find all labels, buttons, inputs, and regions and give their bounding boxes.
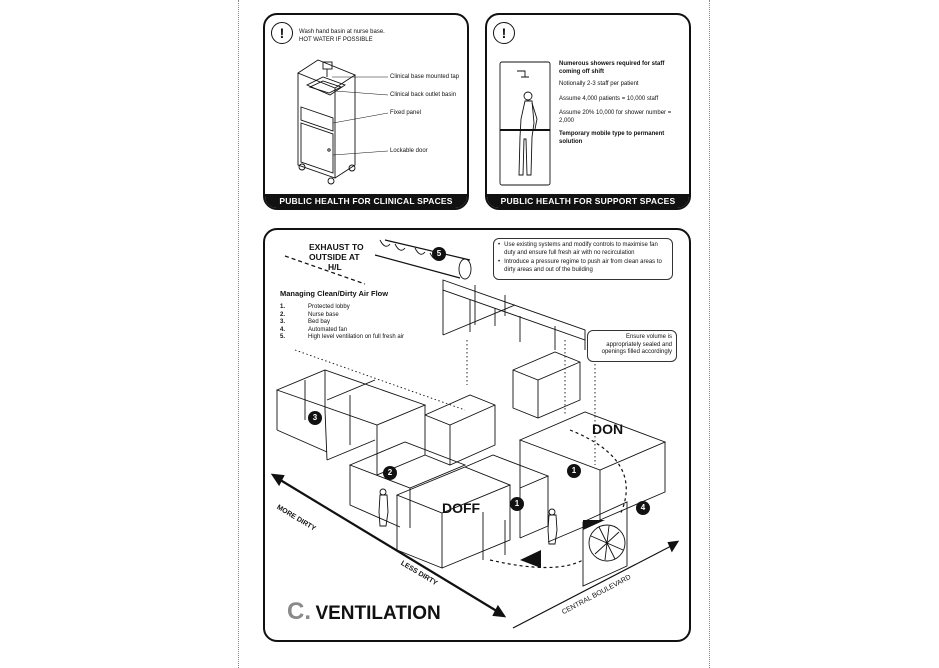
ventilation-panel: EXHAUST TO OUTSIDE AT H/L Managing Clean… bbox=[263, 228, 691, 642]
shower-figure-drawing bbox=[499, 61, 551, 186]
marker-protected-lobby: 1 bbox=[510, 497, 524, 511]
marker-high-level-ventilation: 5 bbox=[432, 247, 446, 261]
clinical-intro-line-2: HOT WATER IF POSSIBLE bbox=[299, 37, 373, 43]
clinical-banner: PUBLIC HEALTH FOR CLINICAL SPACES bbox=[265, 194, 467, 208]
note-temporary-mobile: Temporary mobile type to permanent solut… bbox=[559, 131, 665, 145]
exclamation-icon: ! bbox=[493, 22, 515, 44]
legend-title: Managing Clean/Dirty Air Flow bbox=[280, 289, 389, 298]
section-title-text: VENTILATION bbox=[315, 603, 441, 624]
exhaust-label-line-1: EXHAUST TO bbox=[309, 242, 364, 252]
note-numerous-showers: Numerous showers required for staff comi… bbox=[559, 61, 665, 75]
section-title: C. VENTILATION bbox=[287, 598, 441, 626]
support-spaces-panel: ! Numerous showers required for staff co… bbox=[485, 13, 691, 210]
right-dotted-border bbox=[709, 0, 710, 668]
note-patient-staff: Assume 4,000 patients = 10,000 staff bbox=[559, 95, 659, 102]
marker-automated-fan: 4 bbox=[636, 501, 650, 515]
marker-bed-bay: 3 bbox=[308, 411, 322, 425]
support-banner: PUBLIC HEALTH FOR SUPPORT SPACES bbox=[487, 194, 689, 208]
section-letter: C. bbox=[287, 598, 311, 625]
clinical-spaces-panel: ! Wash hand basin at nurse base. HOT WAT… bbox=[263, 13, 469, 210]
label-back-outlet-basin: Clinical back outlet basin bbox=[390, 92, 457, 98]
marker-protected-lobby: 1 bbox=[567, 464, 581, 478]
strategy-callout: •Use existing systems and modify control… bbox=[493, 238, 673, 280]
left-dotted-border bbox=[238, 0, 239, 668]
bullet-item: •Introduce a pressure regime to push air… bbox=[498, 259, 662, 273]
volume-note: Ensure volume is appropriately sealed an… bbox=[587, 330, 677, 362]
shower-notes: Numerous showers required for staff comi… bbox=[559, 61, 681, 146]
note-staff-ratio: Notionally 2-3 staff per patient bbox=[559, 81, 639, 87]
exhaust-label-line-3: H/L bbox=[328, 262, 342, 272]
label-clinical-tap: Clinical base mounted tap bbox=[390, 74, 460, 80]
bullet-item: •Use existing systems and modify control… bbox=[498, 242, 658, 256]
label-fixed-panel: Fixed panel bbox=[390, 110, 422, 116]
clinical-intro-line-1: Wash hand basin at nurse base. bbox=[299, 29, 385, 35]
label-lockable-door: Lockable door bbox=[390, 148, 428, 154]
exclamation-icon: ! bbox=[271, 22, 293, 44]
basin-unit-drawing bbox=[297, 59, 389, 185]
marker-nurse-base: 2 bbox=[383, 466, 397, 480]
don-label: DON bbox=[592, 421, 624, 437]
exhaust-label-line-2: OUTSIDE AT bbox=[309, 252, 360, 262]
doff-label: DOFF bbox=[442, 500, 481, 516]
ventilation-isometric-drawing bbox=[270, 239, 680, 629]
note-shower-number: Assume 20% 10,000 for shower number = 2,… bbox=[559, 110, 672, 124]
